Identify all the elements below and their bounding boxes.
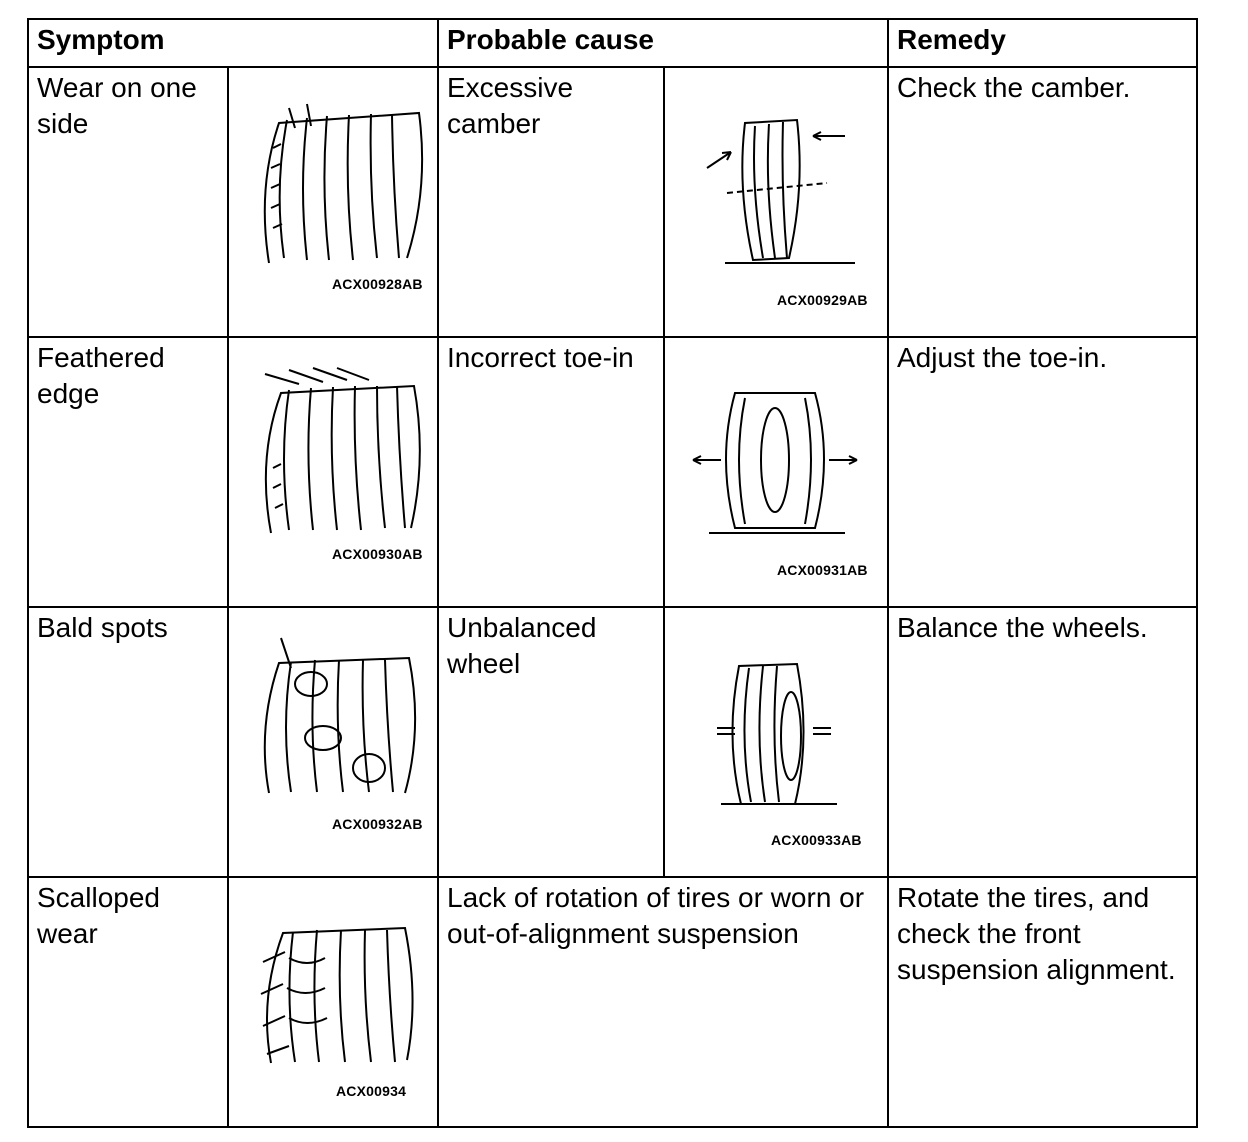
figure-code: ACX00931AB [777,562,868,578]
cause-text: Incorrect toe-in [437,336,665,608]
figure-code: ACX00928AB [332,276,423,292]
figure-code: ACX00932AB [332,816,423,832]
toe-in-wheel-illustration [692,392,858,534]
symptom-text: Feathered edge [27,336,229,608]
symptom-text: Bald spots [27,606,229,878]
figure-code: ACX00929AB [777,292,868,308]
symptom-text: Wear on one side [27,66,229,338]
cause-figure: ACX00933AB [663,606,889,878]
camber-wheel-illustration [706,118,855,264]
table-row: Wear on one side ACX00928AB Excessive ca… [27,66,1198,338]
cause-figure: ACX00931AB [663,336,889,608]
remedy-text: Balance the wheels. [887,606,1198,878]
tire-tread-feathered-edge-illustration [264,367,421,534]
figure-code: ACX00933AB [771,832,862,848]
remedy-text: Adjust the toe-in. [887,336,1198,608]
symptom-figure: ACX00930AB [227,336,439,608]
cause-text: Unbalanced wheel [437,606,665,878]
cause-text: Excessive camber [437,66,665,338]
unbalanced-wheel-illustration [717,662,837,805]
header-row: Symptom Probable cause Remedy [27,18,1198,68]
symptom-figure: ACX00928AB [227,66,439,338]
cause-text: Lack of rotation of tires or worn or out… [437,876,889,1128]
table-row: Scalloped wear ACX00934 Lack of rotation… [27,876,1198,1128]
table-row: Feathered edge ACX00930AB Incorrect toe-… [27,336,1198,608]
symptom-text: Scalloped wear [27,876,229,1128]
remedy-text: Check the camber. [887,66,1198,338]
symptom-figure: ACX00932AB [227,606,439,878]
header-probable-cause: Probable cause [437,18,889,68]
figure-code: ACX00930AB [332,546,423,562]
cause-figure: ACX00929AB [663,66,889,338]
tire-tread-scalloped-wear-illustration [260,926,414,1064]
header-symptom: Symptom [27,18,439,68]
tire-tread-one-side-wear-illustration [263,103,424,264]
header-remedy: Remedy [887,18,1198,68]
table-row: Bald spots ACX00932AB Unbalanced wheel [27,606,1198,878]
figure-code: ACX00934 [336,1083,407,1099]
tire-tread-bald-spots-illustration [263,637,417,794]
tire-wear-table: Symptom Probable cause Remedy Wear on on… [27,18,1198,1128]
symptom-figure: ACX00934 [227,876,439,1128]
remedy-text: Rotate the tires, and check the front su… [887,876,1198,1128]
